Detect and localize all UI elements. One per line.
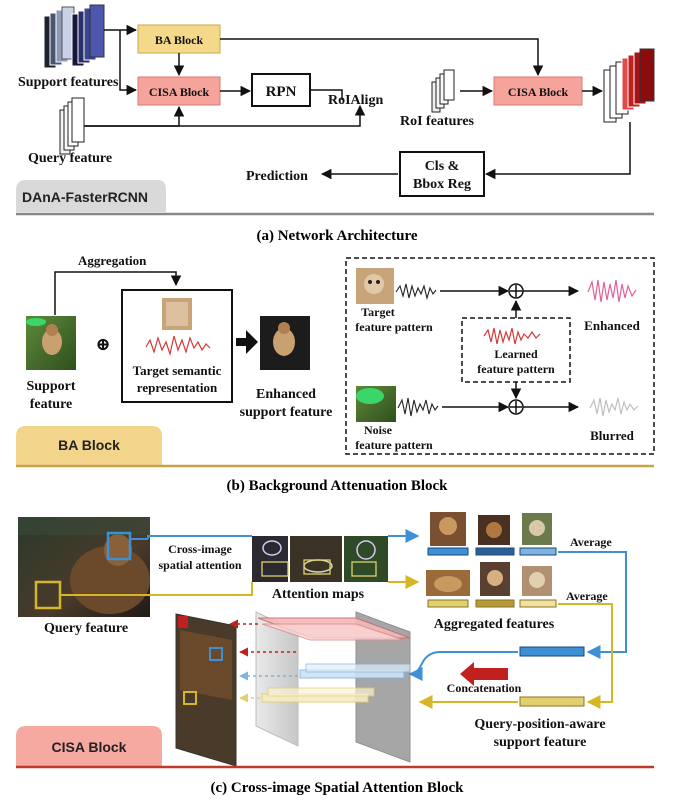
output-feature-stack-icon	[603, 48, 655, 123]
query-blue-region-box	[106, 531, 132, 561]
section-b-background-attenuation: Aggregation Support feature ⊕ Target sem…	[16, 253, 655, 494]
feature-pattern-panel	[345, 257, 655, 455]
section-a-network-architecture: Support features Query feature BA Block …	[16, 4, 655, 244]
ba-block-tag-label: BA Block	[58, 437, 120, 453]
query-feature-label: Query feature	[28, 151, 112, 166]
support-features-stack-icon	[43, 4, 105, 69]
query-feature-label-c: Query feature	[44, 621, 128, 636]
blue-line-to-maps	[147, 535, 252, 539]
ba-block-tag	[16, 426, 162, 465]
target-pattern-dog-image	[356, 268, 394, 304]
qpa-label-line1: Query-position-aware	[474, 717, 605, 732]
enhanced-support-label-line2: support feature	[240, 405, 333, 420]
section-c-cross-image-spatial-attention: Query feature Cross-image spatial attent…	[16, 512, 654, 796]
output-query-image	[175, 613, 237, 767]
attention-maps-label: Attention maps	[272, 587, 365, 602]
support-features-label: Support features	[18, 75, 119, 90]
oplus-symbol: ⊕	[95, 334, 110, 354]
aggregation-label: Aggregation	[78, 253, 147, 268]
noise-pattern-label-line1: Noise	[364, 423, 393, 437]
cls-label-line1: Cls &	[425, 159, 460, 174]
sum-node-top-plus	[510, 285, 522, 297]
cls-bbox-reg-box	[399, 151, 485, 197]
enhanced-support-label-line1: Enhanced	[256, 387, 316, 402]
attention-maps-image	[252, 536, 388, 582]
query-feature-stack-icon	[59, 97, 85, 155]
dana-fasterrcnn-tag	[16, 180, 166, 212]
dana-fasterrcnn-tag-label: DAnA-FasterRCNN	[22, 189, 148, 205]
cisa-block-1-box	[137, 76, 221, 106]
ba-block-label: BA Block	[155, 33, 204, 47]
enhanced-wave	[587, 279, 637, 303]
section-a-connectors	[84, 24, 631, 180]
support-dog-image	[26, 316, 76, 370]
average-label-2: Average	[566, 589, 608, 603]
target-semantic-image	[162, 298, 192, 330]
support-feature-label-line1: Support	[26, 379, 75, 394]
roi-features-stack-icon	[431, 69, 455, 113]
noise-pattern-wave	[397, 397, 439, 417]
aggregated-features-top-bars	[427, 547, 557, 556]
feature-planes-3d	[255, 611, 411, 763]
target-pattern-label-line1: Target	[361, 305, 395, 319]
aggregated-features-bottom-bars	[427, 599, 557, 608]
thick-right-arrow-icon	[236, 330, 258, 354]
enhanced-label: Enhanced	[584, 318, 640, 333]
target-pattern-label-line2: feature pattern	[355, 320, 433, 334]
cisa-block-tag-label: CISA Block	[52, 739, 127, 755]
roi-features-label: RoI features	[400, 114, 475, 129]
section-c-caption: (c) Cross-image Spatial Attention Block	[210, 780, 464, 796]
aggregation-arrow	[54, 271, 182, 315]
sum-node-bottom-plus	[510, 401, 522, 413]
prediction-label: Prediction	[246, 169, 308, 184]
noise-pattern-image	[356, 386, 396, 422]
target-semantic-wave	[145, 335, 211, 357]
learned-pattern-label-line1: Learned	[494, 347, 538, 361]
cls-label-line2: Bbox Reg	[413, 177, 471, 192]
concatenation-label: Concatenation	[447, 681, 522, 695]
noise-pattern-label-line2: feature pattern	[355, 438, 433, 452]
averaged-yellow-bar	[519, 696, 585, 707]
rpn-label: RPN	[266, 84, 297, 100]
target-semantic-label-line2: representation	[137, 380, 218, 395]
learned-pattern-box	[461, 317, 571, 383]
blurred-label: Blurred	[590, 428, 635, 443]
blue-average-arrow	[558, 551, 627, 659]
cisa-block-tag	[16, 726, 162, 766]
learned-pattern-wave	[483, 327, 541, 345]
rpn-box	[251, 73, 311, 107]
concatenation-arrow-icon	[460, 662, 508, 686]
qpa-label-line2: support feature	[494, 735, 587, 750]
support-feature-label-line2: feature	[30, 397, 73, 412]
roialign-label: RoIAlign	[328, 93, 383, 108]
cisa-block-2-label: CISA Block	[508, 85, 569, 99]
cisa-block-1-label: CISA Block	[149, 85, 210, 99]
cross-image-label-line1: Cross-image	[168, 542, 232, 556]
aggregated-features-top-images	[430, 512, 552, 546]
enhanced-dog-image	[260, 316, 310, 370]
target-pattern-wave	[395, 283, 437, 301]
learned-pattern-label-line2: feature pattern	[477, 362, 555, 376]
section-a-caption: (a) Network Architecture	[256, 228, 417, 244]
blurred-wave	[589, 397, 639, 417]
average-label-1: Average	[570, 535, 612, 549]
section-b-caption: (b) Background Attenuation Block	[226, 478, 448, 494]
yellow-line-to-maps	[60, 582, 253, 596]
aggregated-features-bottom-images	[426, 562, 552, 596]
query-image	[18, 517, 150, 617]
cross-image-label-line2: spatial attention	[158, 558, 241, 572]
blue-return-arrow	[408, 651, 518, 681]
averaged-blue-bar	[519, 646, 585, 657]
target-semantic-label-line1: Target semantic	[133, 363, 222, 378]
aggregated-features-label: Aggregated features	[434, 617, 555, 632]
yellow-average-arrow	[558, 603, 613, 709]
